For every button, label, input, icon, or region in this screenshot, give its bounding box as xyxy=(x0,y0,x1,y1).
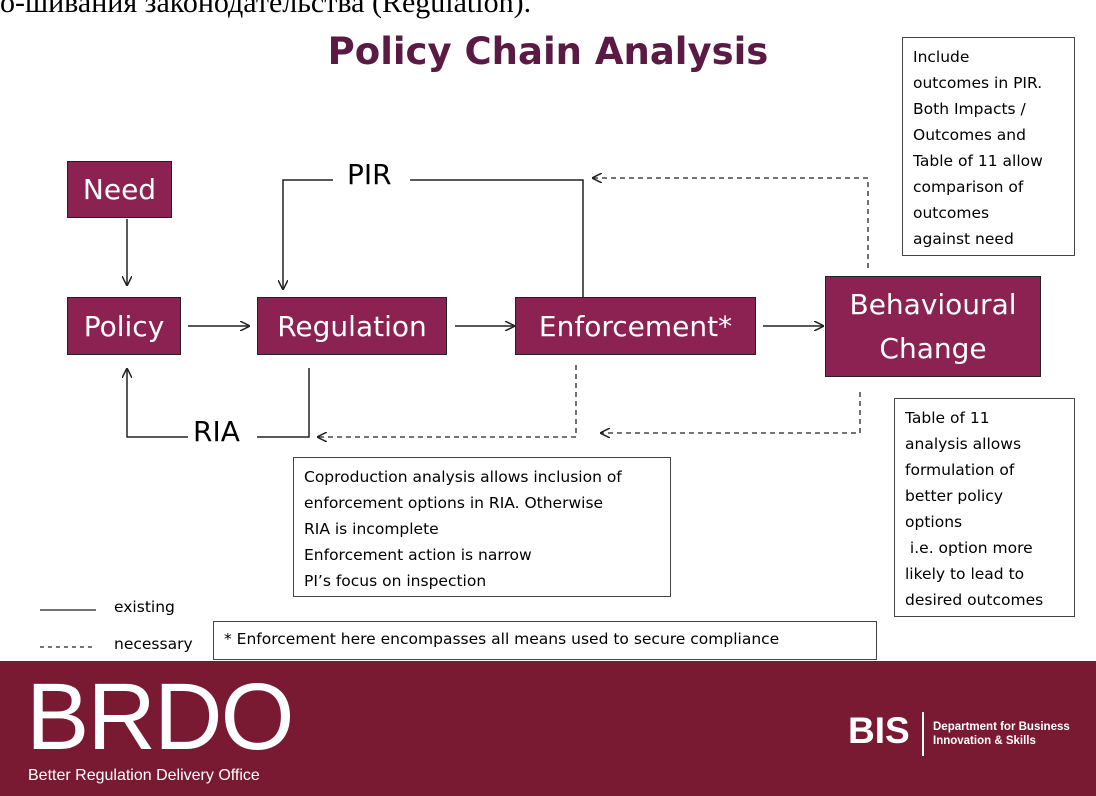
top-text-fragment: о-шивания законодательства (Regulation). xyxy=(0,0,532,19)
node-regulation: Regulation xyxy=(257,297,447,355)
behavioural-line-2: Change xyxy=(879,331,987,365)
note-line: outcomes in PIR. xyxy=(913,74,1043,92)
note-line: outcomes xyxy=(913,204,990,222)
pir-loop-right xyxy=(410,179,584,297)
bis-separator xyxy=(922,712,924,756)
pir-loop-left xyxy=(283,179,333,289)
note-pir-outcomes: Include outcomes in PIR. Both Impacts / … xyxy=(902,37,1075,256)
node-policy: Policy xyxy=(67,297,181,355)
label-ria: RIA xyxy=(193,415,240,448)
note-line: Table of 11 allow xyxy=(913,152,1043,170)
dashed-enforcement-to-ria xyxy=(318,365,577,437)
note-line: RIA is incomplete xyxy=(304,520,439,538)
note-line: Outcomes and xyxy=(913,126,1026,144)
bis-dept-line: Innovation & Skills xyxy=(933,735,1036,747)
note-line: Coproduction analysis allows inclusion o… xyxy=(304,468,622,486)
legend-existing: existing xyxy=(114,598,175,616)
note-line: enforcement options in RIA. Otherwise xyxy=(304,494,604,512)
note-line: better policy xyxy=(905,487,1003,505)
note-line: * Enforcement here encompasses all means… xyxy=(224,630,780,648)
note-line: comparison of xyxy=(913,178,1024,196)
note-line: desired outcomes xyxy=(905,591,1044,609)
note-line: against need xyxy=(913,230,1014,248)
note-line: analysis allows xyxy=(905,435,1022,453)
ria-loop-right xyxy=(257,368,310,438)
note-line: options xyxy=(905,513,963,531)
brdo-logo: BRDO xyxy=(26,664,294,770)
bis-department: Department for Business Innovation & Ski… xyxy=(933,720,1070,748)
note-line: Both Impacts / xyxy=(913,100,1026,118)
node-need: Need xyxy=(67,161,172,218)
note-line: Enforcement action is narrow xyxy=(304,546,532,564)
ria-loop-left xyxy=(127,369,188,438)
behavioural-line-1: Behavioural xyxy=(849,287,1017,321)
dashed-behavioural-to-enforcement xyxy=(601,392,861,433)
note-line: i.e. option more xyxy=(905,539,1033,557)
node-enforcement: Enforcement* xyxy=(515,297,756,355)
dashed-behavioural-to-pir xyxy=(593,178,869,268)
node-behavioural-change: Behavioural Change xyxy=(825,276,1041,377)
note-line: Include xyxy=(913,48,970,66)
note-line: PI’s focus on inspection xyxy=(304,572,487,590)
note-table-of-11: Table of 11 analysis allows formulation … xyxy=(894,398,1075,617)
note-enforcement-footnote: * Enforcement here encompasses all means… xyxy=(213,621,877,660)
legend-necessary: necessary xyxy=(114,635,193,653)
note-coproduction: Coproduction analysis allows inclusion o… xyxy=(293,457,671,597)
note-line: Table of 11 xyxy=(905,409,990,427)
note-line: formulation of xyxy=(905,461,1015,479)
bis-logo: BIS xyxy=(848,710,910,751)
label-pir: PIR xyxy=(347,158,392,191)
note-line: likely to lead to xyxy=(905,565,1025,583)
page-title: Policy Chain Analysis xyxy=(327,30,769,73)
footer-banner xyxy=(0,661,1096,796)
brdo-subtitle: Better Regulation Delivery Office xyxy=(28,767,260,784)
bis-dept-line: Department for Business xyxy=(933,721,1070,733)
